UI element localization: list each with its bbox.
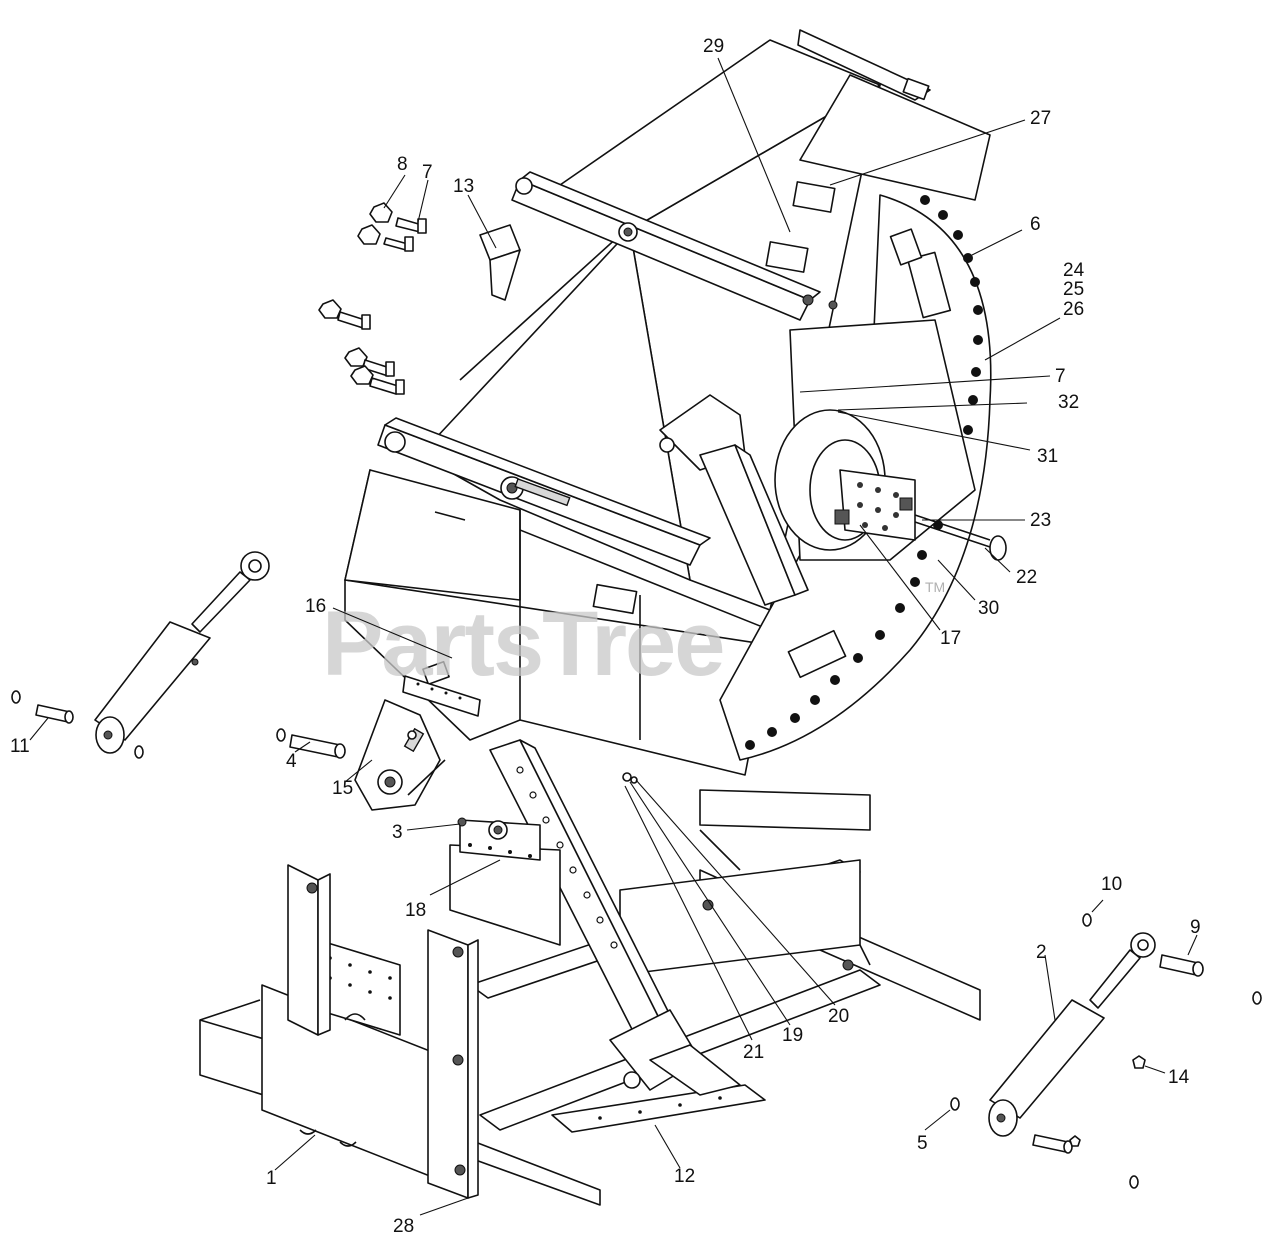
tilt-arm: [489, 739, 766, 1133]
callout-21: 21: [743, 1042, 764, 1063]
callouts: 29 27 6 24 25 26 7 32 31 23 22 30 17 13 …: [10, 36, 1201, 1237]
hopper: [344, 469, 771, 776]
callout-32: 32: [1058, 392, 1079, 413]
callout-27: 27: [1030, 108, 1051, 129]
leader-lines: [29, 57, 1198, 1216]
callout-14: 14: [1168, 1067, 1190, 1088]
watermark: PartsTree: [322, 593, 723, 695]
callout-28: 28: [393, 1216, 414, 1237]
callout-9: 9: [1190, 917, 1201, 938]
callout-17: 17: [940, 628, 961, 649]
callout-18: 18: [405, 900, 426, 921]
callout-4: 4: [286, 751, 297, 772]
callout-31: 31: [1037, 446, 1058, 467]
callout-15: 15: [332, 778, 353, 799]
callout-1: 1: [266, 1168, 277, 1189]
callout-11: 11: [10, 736, 30, 757]
right-cylinder: [988, 932, 1156, 1137]
callout-25: 25: [1063, 279, 1084, 300]
callout-30: 30: [978, 598, 999, 619]
lower-support: [449, 819, 561, 946]
callout-2: 2: [1036, 942, 1047, 963]
callout-24: 24: [1063, 260, 1085, 281]
callout-8: 8: [397, 154, 408, 175]
callout-20: 20: [828, 1006, 849, 1027]
callout-22: 22: [1016, 567, 1037, 588]
callout-19: 19: [782, 1025, 803, 1046]
left-cylinder: [94, 551, 270, 754]
callout-23: 23: [1030, 510, 1051, 531]
callout-12: 12: [674, 1166, 695, 1187]
watermark-trademark: TM: [925, 579, 945, 595]
callout-13: 13: [453, 176, 474, 197]
callout-29: 29: [703, 36, 724, 57]
callout-7-right: 7: [1055, 366, 1066, 387]
callout-6: 6: [1030, 214, 1041, 235]
callout-10: 10: [1101, 874, 1122, 895]
lift-post: [659, 394, 809, 606]
callout-7-left: 7: [422, 162, 433, 183]
upright-posts: [287, 864, 479, 1199]
mount-plate: [261, 939, 441, 1181]
motor-hub: [774, 294, 1007, 561]
callout-26: 26: [1063, 299, 1084, 320]
main-housing: [377, 29, 991, 611]
callout-16: 16: [305, 596, 326, 617]
callout-5: 5: [917, 1133, 928, 1154]
pivot-plate: [354, 699, 446, 811]
callout-3: 3: [392, 822, 403, 843]
